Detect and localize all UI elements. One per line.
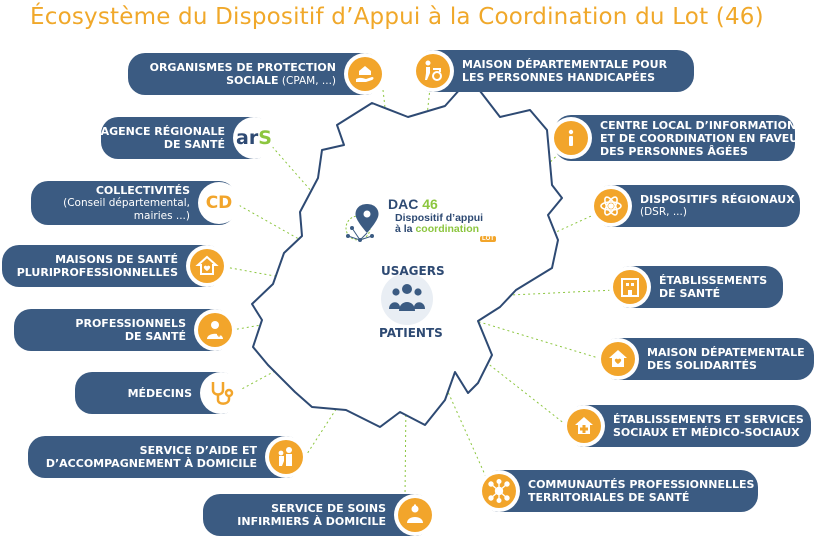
house-plus-icon — [567, 409, 601, 443]
node-label-line2: DE SANTÉ — [124, 330, 186, 343]
node-label-line2: TERRITORIALES DE SANTÉ — [528, 491, 690, 504]
node-agence-regionale-sante[interactable]: AGENCE RÉGIONALE DE SANTÉ arS — [100, 117, 275, 159]
node-label-line1: MAISON DÉPARTEMENTALE POUR — [462, 58, 668, 71]
doctor-icon — [198, 313, 232, 347]
hospital-icon — [613, 270, 647, 304]
node-label-line1: ÉTABLISSEMENTS — [659, 274, 768, 287]
node-etablissements-medico-sociaux[interactable]: ÉTABLISSEMENTS ET SERVICES SOCIAUX ET MÉ… — [563, 405, 811, 447]
node-label-line1: AGENCE RÉGIONALE — [100, 125, 225, 138]
node-etablissements-sante[interactable]: ÉTABLISSEMENTS DE SANTÉ — [609, 266, 783, 308]
node-label-line2: ET DE COORDINATION EN FAVEUR — [600, 131, 807, 145]
node-service-aide-domicile[interactable]: SERVICE D’AIDE ET D’ACCOMPAGNEMENT À DOM… — [28, 436, 307, 478]
node-clic[interactable]: CENTRE LOCAL D’INFORMATION ET DE COORDIN… — [550, 115, 807, 161]
node-label-line1: SERVICE D’AIDE ET — [139, 444, 257, 457]
ars-logo-main: ar — [236, 126, 259, 149]
network-icon — [482, 474, 516, 508]
node-label-line2: LES PERSONNES HANDICAPÉES — [462, 71, 656, 84]
node-label-line1: SERVICE DE SOINS — [271, 502, 386, 515]
node-label-line1: ORGANISMES DE PROTECTION — [149, 60, 336, 74]
wheelchair-icon — [416, 54, 450, 88]
dac-logo-line2: Dispositif d’appui — [395, 212, 484, 224]
node-label-line2: DE SANTÉ — [163, 138, 225, 151]
caregiver-icon — [269, 440, 303, 474]
node-label-line1: DISPOSITIFS RÉGIONAUX — [640, 193, 795, 206]
hand-house-icon — [348, 57, 382, 91]
node-dispositifs-regionaux[interactable]: DISPOSITIFS RÉGIONAUX (DSR, ...) — [590, 185, 800, 227]
usagers-label: USAGERS — [381, 264, 445, 278]
node-label-line2: D’ACCOMPAGNEMENT À DOMICILE — [45, 457, 257, 470]
node-label-line2: SOCIALE — [226, 73, 279, 87]
node-label-line1: ÉTABLISSEMENTS ET SERVICES — [613, 413, 804, 426]
stethoscope-icon — [211, 382, 234, 405]
node-medecins[interactable]: MÉDECINS — [75, 372, 242, 414]
node-label-line1: CENTRE LOCAL D’INFORMATION — [600, 118, 797, 132]
lot-map-outline — [251, 77, 563, 428]
dac-logo-badge: LOT — [480, 236, 496, 242]
node-organismes-protection-sociale[interactable]: ORGANISMES DE PROTECTION SOCIALE (CPAM, … — [128, 53, 386, 95]
node-label-line1: MAISON DÉPATEMENTALE — [647, 346, 805, 359]
ars-logo-s: S — [258, 126, 272, 149]
cd-icon: CD — [198, 182, 240, 224]
node-label-line2: PLURIPROFESSIONNELLES — [16, 266, 178, 279]
page-title: Écosystème du Dispositif d’Appui à la Co… — [30, 4, 764, 30]
ars-logo: arS — [233, 117, 275, 159]
node-label-line1: COMMUNAUTÉS PROFESSIONNELLES — [528, 478, 755, 491]
node-cpts[interactable]: COMMUNAUTÉS PROFESSIONNELLES TERRITORIAL… — [478, 470, 758, 512]
info-icon — [554, 121, 588, 155]
patients-label: PATIENTS — [379, 326, 443, 340]
node-maison-solidarites[interactable]: MAISON DÉPATEMENTALE DES SOLIDARITÉS — [597, 338, 814, 380]
node-maisons-sante[interactable]: MAISONS DE SANTÉ PLURIPROFESSIONNELLES — [2, 245, 228, 287]
node-label-line1: PROFESSIONNELS — [75, 317, 186, 330]
atom-icon — [594, 189, 628, 223]
dac-logo-line3b: coordination — [415, 223, 480, 235]
users-group-icon — [389, 284, 425, 311]
node-label-line3: DES PERSONNES ÂGÉES — [600, 144, 748, 158]
node-label-line2: (DSR, ...) — [640, 206, 687, 218]
node-label-line1: MAISONS DE SANTÉ — [55, 253, 178, 266]
node-label-line3: mairies ...) — [133, 209, 190, 222]
node-soins-infirmiers[interactable]: SERVICE DE SOINS INFIRMIERS À DOMICILE — [203, 494, 436, 536]
node-professionnels-sante[interactable]: PROFESSIONNELS DE SANTÉ — [14, 309, 236, 351]
node-label-line1: MÉDECINS — [127, 386, 192, 400]
nurse-care-icon — [398, 498, 432, 532]
node-label-line2: INFIRMIERS À DOMICILE — [237, 515, 386, 528]
house-heart-icon — [601, 342, 635, 376]
dac-pin-icon — [346, 204, 379, 242]
cd-badge-text: CD — [205, 192, 233, 213]
node-collectivites[interactable]: COLLECTIVITÉS (Conseil départemental, ma… — [31, 181, 240, 225]
node-label-line2: SOCIAUX ET MÉDICO-SOCIAUX — [613, 426, 800, 439]
node-label-line2: DES SOLIDARITÉS — [647, 359, 757, 372]
dac-logo-line3a: à la — [395, 223, 416, 235]
dac-logo-number: 46 — [422, 196, 438, 212]
dac-logo-name: DAC — [388, 196, 419, 212]
node-label-extra: (CPAM, ...) — [278, 74, 336, 87]
node-label-line2: DE SANTÉ — [659, 287, 721, 300]
house-heart-icon — [190, 249, 224, 283]
node-label-line2: (Conseil départemental, — [63, 196, 190, 209]
node-label-line1: COLLECTIVITÉS — [95, 183, 190, 197]
node-mdph[interactable]: MAISON DÉPARTEMENTALE POUR LES PERSONNES… — [412, 50, 694, 92]
usagers-circle — [381, 273, 433, 325]
